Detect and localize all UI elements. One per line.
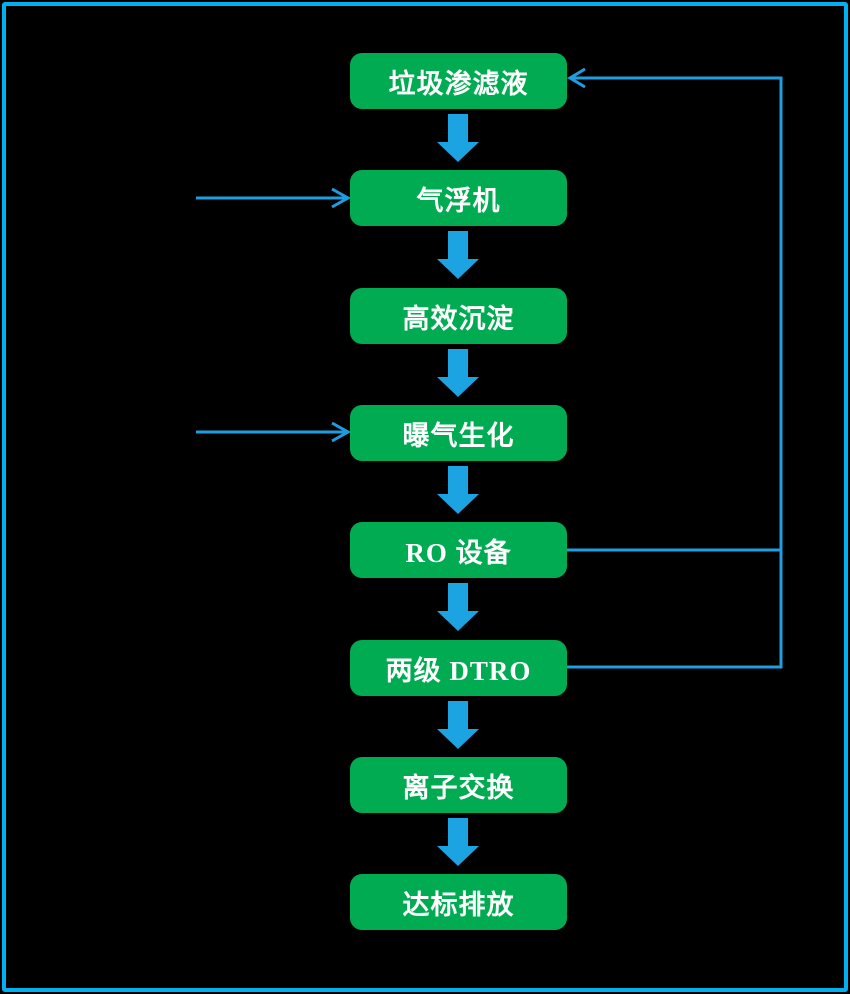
inflow-arrows [196,187,352,443]
block-down-arrows [437,114,479,866]
flow-node-ro-unit: RO 设备 [350,522,567,578]
flow-node-label: 曝气生化 [402,420,515,451]
flow-arrow-down-5 [437,583,479,631]
flow-node-label: 离子交换 [402,772,515,803]
flow-node-label: RO 设备 [405,537,512,568]
flow-node-label: 气浮机 [416,185,501,216]
flow-arrow-down-7 [437,818,479,866]
flow-arrow-down-1 [437,114,479,162]
feedback-loop [567,67,783,669]
feedback-path-dtro-to-top [567,76,783,669]
flow-node-label: 达标排放 [402,889,515,920]
flow-node-air-flotation: 气浮机 [350,170,567,226]
inflow-arrowhead-aeration [331,421,352,443]
flow-arrow-down-4 [437,466,479,514]
feedback-arrowhead-leachate [567,67,586,89]
flow-node-discharge: 达标排放 [350,874,567,930]
flow-node-label: 两级 DTRO [385,655,532,686]
flow-node-ion-exchange: 离子交换 [350,757,567,813]
inflow-arrowhead-air-flotation [331,187,352,209]
flow-node-label: 垃圾渗滤液 [388,68,529,99]
flow-arrow-down-2 [437,231,479,279]
flow-node-two-stage-dtro: 两级 DTRO [350,640,567,696]
flow-arrow-down-3 [437,349,479,397]
flow-node-sedimentation: 高效沉淀 [350,288,567,344]
flow-node-label: 高效沉淀 [402,303,515,334]
flow-arrow-down-6 [437,701,479,749]
flow-node-aeration-bio: 曝气生化 [350,405,567,461]
flow-node-leachate: 垃圾渗滤液 [350,53,567,109]
